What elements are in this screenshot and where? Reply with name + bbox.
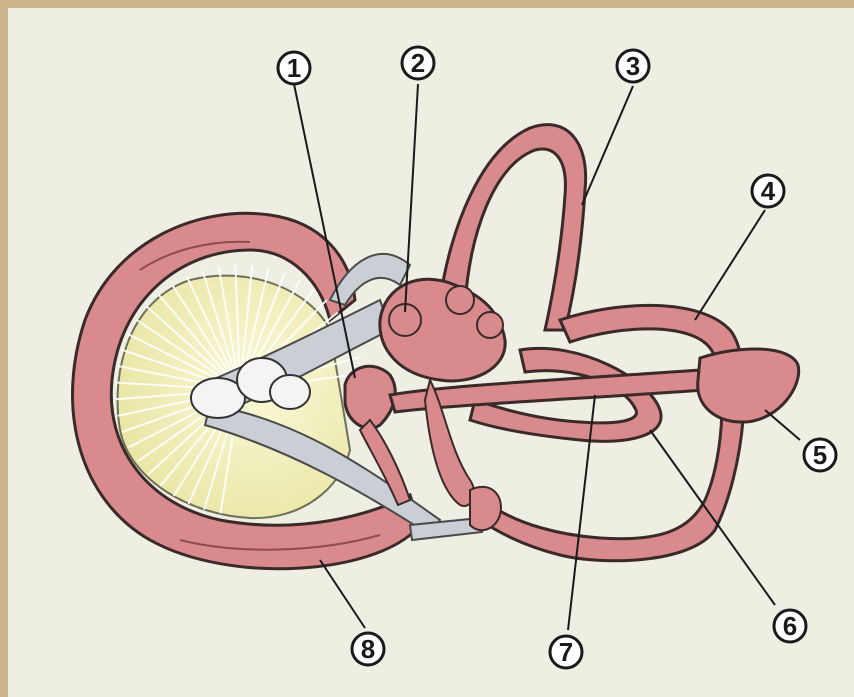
- leader-line-6: [650, 430, 775, 605]
- callout-8-text: 8: [361, 634, 375, 664]
- callout-3: 3: [617, 50, 649, 82]
- callout-5: 5: [804, 439, 836, 471]
- callout-7: 7: [550, 636, 582, 668]
- callout-5-text: 5: [813, 440, 827, 470]
- leader-line-5: [765, 410, 800, 440]
- vestibular-apparatus: [345, 125, 799, 561]
- callout-1: 1: [278, 52, 310, 84]
- callout-4: 4: [752, 175, 784, 207]
- leader-line-2: [405, 84, 418, 312]
- leader-line-4: [695, 210, 765, 320]
- callout-1-text: 1: [287, 53, 301, 83]
- callout-6-text: 6: [783, 611, 797, 641]
- callout-3-text: 3: [626, 51, 640, 81]
- callout-4-text: 4: [761, 176, 776, 206]
- leader-line-8: [320, 560, 365, 628]
- leader-line-3: [582, 86, 633, 205]
- callout-2: 2: [402, 47, 434, 79]
- callout-8: 8: [352, 633, 384, 665]
- callout-2-text: 2: [411, 48, 425, 78]
- callout-6: 6: [774, 610, 806, 642]
- callout-7-text: 7: [559, 637, 573, 667]
